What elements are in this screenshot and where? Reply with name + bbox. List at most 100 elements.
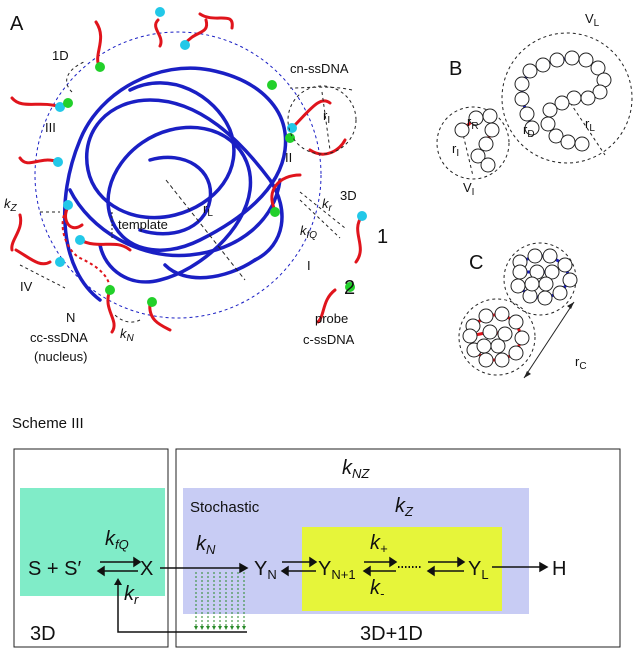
panel-c: C rC (458, 242, 587, 379)
bead (470, 148, 486, 164)
label-probe: probe (315, 311, 348, 326)
scheme-iii: Scheme III kNZ Stochastic kZ S + S′ kfQ … (12, 415, 621, 648)
bead (476, 338, 492, 354)
label-rl: rL (203, 201, 213, 219)
bead (510, 278, 526, 294)
scheme-kplus: k+ (370, 532, 388, 556)
bead (580, 90, 596, 106)
nucleation-arrowhead (236, 626, 240, 630)
scheme-3d-label: 3D (30, 623, 56, 645)
label-ri: rI (323, 108, 330, 126)
nucleation-arrowhead (212, 626, 216, 630)
bead (462, 328, 478, 344)
bead (478, 352, 494, 368)
vi-sphere (436, 106, 510, 180)
bead (564, 50, 580, 66)
bead (527, 248, 543, 264)
cn-ssdna-sphere (287, 85, 357, 155)
scheme-yn: YN (254, 558, 277, 582)
label-2: 2 (344, 277, 355, 299)
label-template: template (118, 217, 168, 232)
label-cc-ssdna: cc-ssDNA (30, 330, 88, 345)
scheme-knz: kNZ (342, 457, 370, 481)
scheme-stochastic: Stochastic (190, 499, 260, 516)
vi-bead-chain (454, 108, 500, 173)
bead (590, 60, 606, 76)
panel-a: A (4, 7, 388, 364)
kz-region (302, 527, 502, 611)
rc-arrowhead-top (567, 302, 574, 309)
panel-b-letter: B (449, 58, 462, 80)
feedback-arrowhead (114, 578, 122, 585)
template-coil (63, 66, 288, 302)
nucleation-arrowhead (206, 626, 210, 630)
label-i: I (307, 258, 311, 273)
label-vi: VI (463, 180, 474, 198)
scheme-s-plus-s: S + S′ (28, 558, 81, 580)
bead (497, 326, 513, 342)
bead (519, 106, 535, 122)
scheme-kminus: k- (370, 577, 385, 601)
bead (508, 345, 524, 361)
kfq-equilibrium-arrows (96, 556, 142, 577)
label-nucleus: (nucleus) (34, 349, 87, 364)
bead (480, 157, 496, 173)
bead (538, 276, 554, 292)
bead (454, 122, 470, 138)
bead (554, 95, 570, 111)
scheme-kz: kZ (395, 495, 414, 519)
bead (482, 108, 498, 124)
bead (482, 324, 498, 340)
bead (478, 136, 494, 152)
nucleation-arrowhead (218, 626, 222, 630)
bead (522, 63, 538, 79)
template-volume-boundary (34, 31, 322, 319)
rl-radius-line (165, 179, 246, 281)
quencher-dots (63, 80, 355, 307)
panel-c-letter: C (469, 252, 483, 274)
feedback-arrow (117, 585, 247, 633)
label-vl: VL (585, 11, 600, 29)
bead (549, 52, 565, 68)
bead (540, 116, 556, 132)
label-kr: kr (322, 196, 333, 214)
scheme-kr: kr (124, 583, 139, 607)
box-3d1d (175, 448, 621, 648)
nucleation-arrowhead (230, 626, 234, 630)
bead (562, 272, 578, 288)
bead (544, 264, 560, 280)
bead (494, 306, 510, 322)
fluor-dots (53, 7, 367, 267)
bead (560, 134, 576, 150)
scheme-x: X (140, 558, 153, 580)
yn-to-yn1-arrows (280, 556, 318, 577)
label-kfq: kfQ (300, 223, 317, 241)
label-cn-ssdna: cn-ssDNA (290, 61, 349, 76)
label-rd: rD (523, 122, 535, 140)
label-ri-b: rI (452, 141, 459, 159)
bead (478, 308, 494, 324)
nucleus-dotted-strand (61, 204, 111, 291)
bead (535, 57, 551, 73)
panel-a-letter: A (10, 13, 24, 35)
nucleation-arrowhead (200, 626, 204, 630)
yl-to-h-arrow (492, 561, 549, 573)
label-1: 1 (377, 226, 388, 248)
bead (537, 290, 553, 306)
bead (514, 330, 530, 346)
label-rc: rC (575, 354, 587, 372)
cluster-2-beads (462, 306, 530, 368)
transition-arrows (19, 61, 353, 323)
scheme-yl: YL (468, 558, 489, 582)
bead (578, 52, 594, 68)
label-rr: rR (467, 114, 479, 132)
nucleation-arrowhead (242, 626, 246, 630)
label-3d: 3D (340, 188, 357, 203)
panel-b: B VL rL rR rD rI VI (436, 11, 633, 198)
yn1-equilibrium-arrows (362, 556, 398, 577)
bead (490, 338, 506, 354)
vl-sphere (501, 32, 633, 164)
label-kz: kZ (4, 196, 18, 214)
bead (552, 285, 568, 301)
